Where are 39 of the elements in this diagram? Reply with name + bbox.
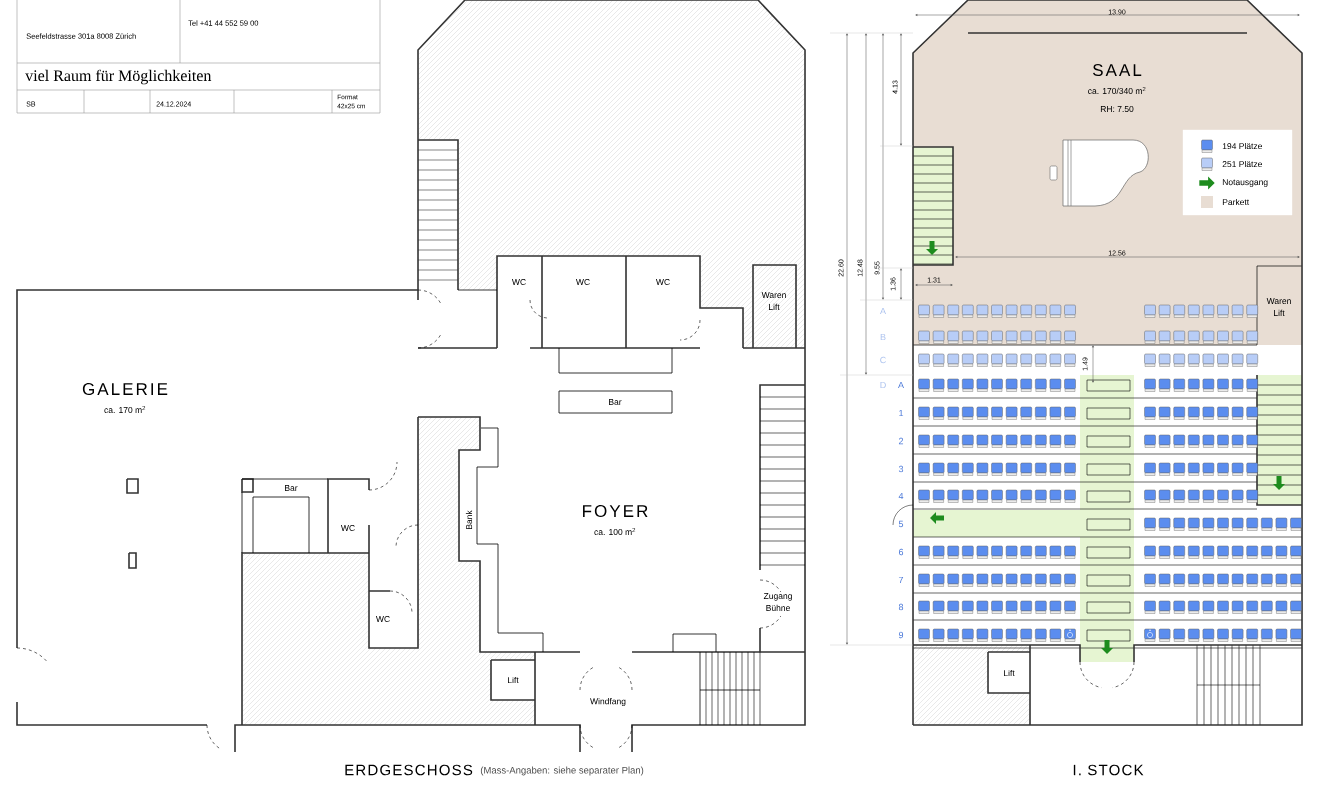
row-label: B: [880, 333, 886, 341]
row-label: D: [880, 381, 886, 389]
room-label: WC: [340, 525, 355, 531]
row-label: 6: [898, 548, 904, 556]
plan-title: viel Raum für Möglichkeiten: [25, 69, 212, 85]
room-label: Bank: [465, 510, 473, 529]
row-label: 9: [898, 631, 904, 639]
room-label: GALERIE ca. 170 m$^{2}$: [82, 383, 168, 413]
legend-label: Notausgang: [1222, 179, 1268, 187]
row-label: 3: [898, 465, 904, 473]
room-label: Windfang: [590, 698, 626, 706]
row-label: 1: [899, 409, 904, 417]
room-label: Bar: [285, 485, 298, 491]
row-label: 5: [898, 520, 904, 528]
row-label: 7: [898, 576, 904, 584]
row-label: 2: [898, 437, 904, 445]
room-label: WC: [575, 279, 590, 285]
floor-title: ERDGESCHOSS: [345, 764, 473, 776]
room-label: Lift: [508, 676, 519, 684]
room-label: Zugang Bühne: [763, 593, 792, 611]
room-label: WC: [375, 616, 390, 622]
row-label: 8: [898, 603, 904, 611]
room-label: Waren Lift: [761, 292, 786, 310]
room-label: SAAL ca. 170/340 m$^{2}$ RH: 7.50: [1088, 64, 1146, 112]
room-label: Waren Lift: [1266, 298, 1291, 316]
legend-label: Parkett: [1222, 198, 1250, 206]
room-label: Lift: [1004, 669, 1015, 677]
legend-label: 194 Plätze: [1222, 142, 1262, 150]
row-label: A: [880, 307, 886, 315]
room-label: Bar: [609, 399, 622, 405]
row-label: A: [898, 381, 904, 389]
room-label: FOYER ca. 100 m$^{2}$: [583, 505, 648, 535]
legend-label: 251 Plätze: [1222, 160, 1262, 168]
row-label: C: [880, 356, 886, 364]
room-label: WC: [511, 279, 526, 285]
note-text: (Mass-Angaben: siehe separater Plan): [480, 766, 644, 776]
row-label: 4: [898, 492, 904, 500]
floor-title: I. STOCK: [1073, 764, 1144, 776]
room-label: WC: [655, 279, 670, 285]
